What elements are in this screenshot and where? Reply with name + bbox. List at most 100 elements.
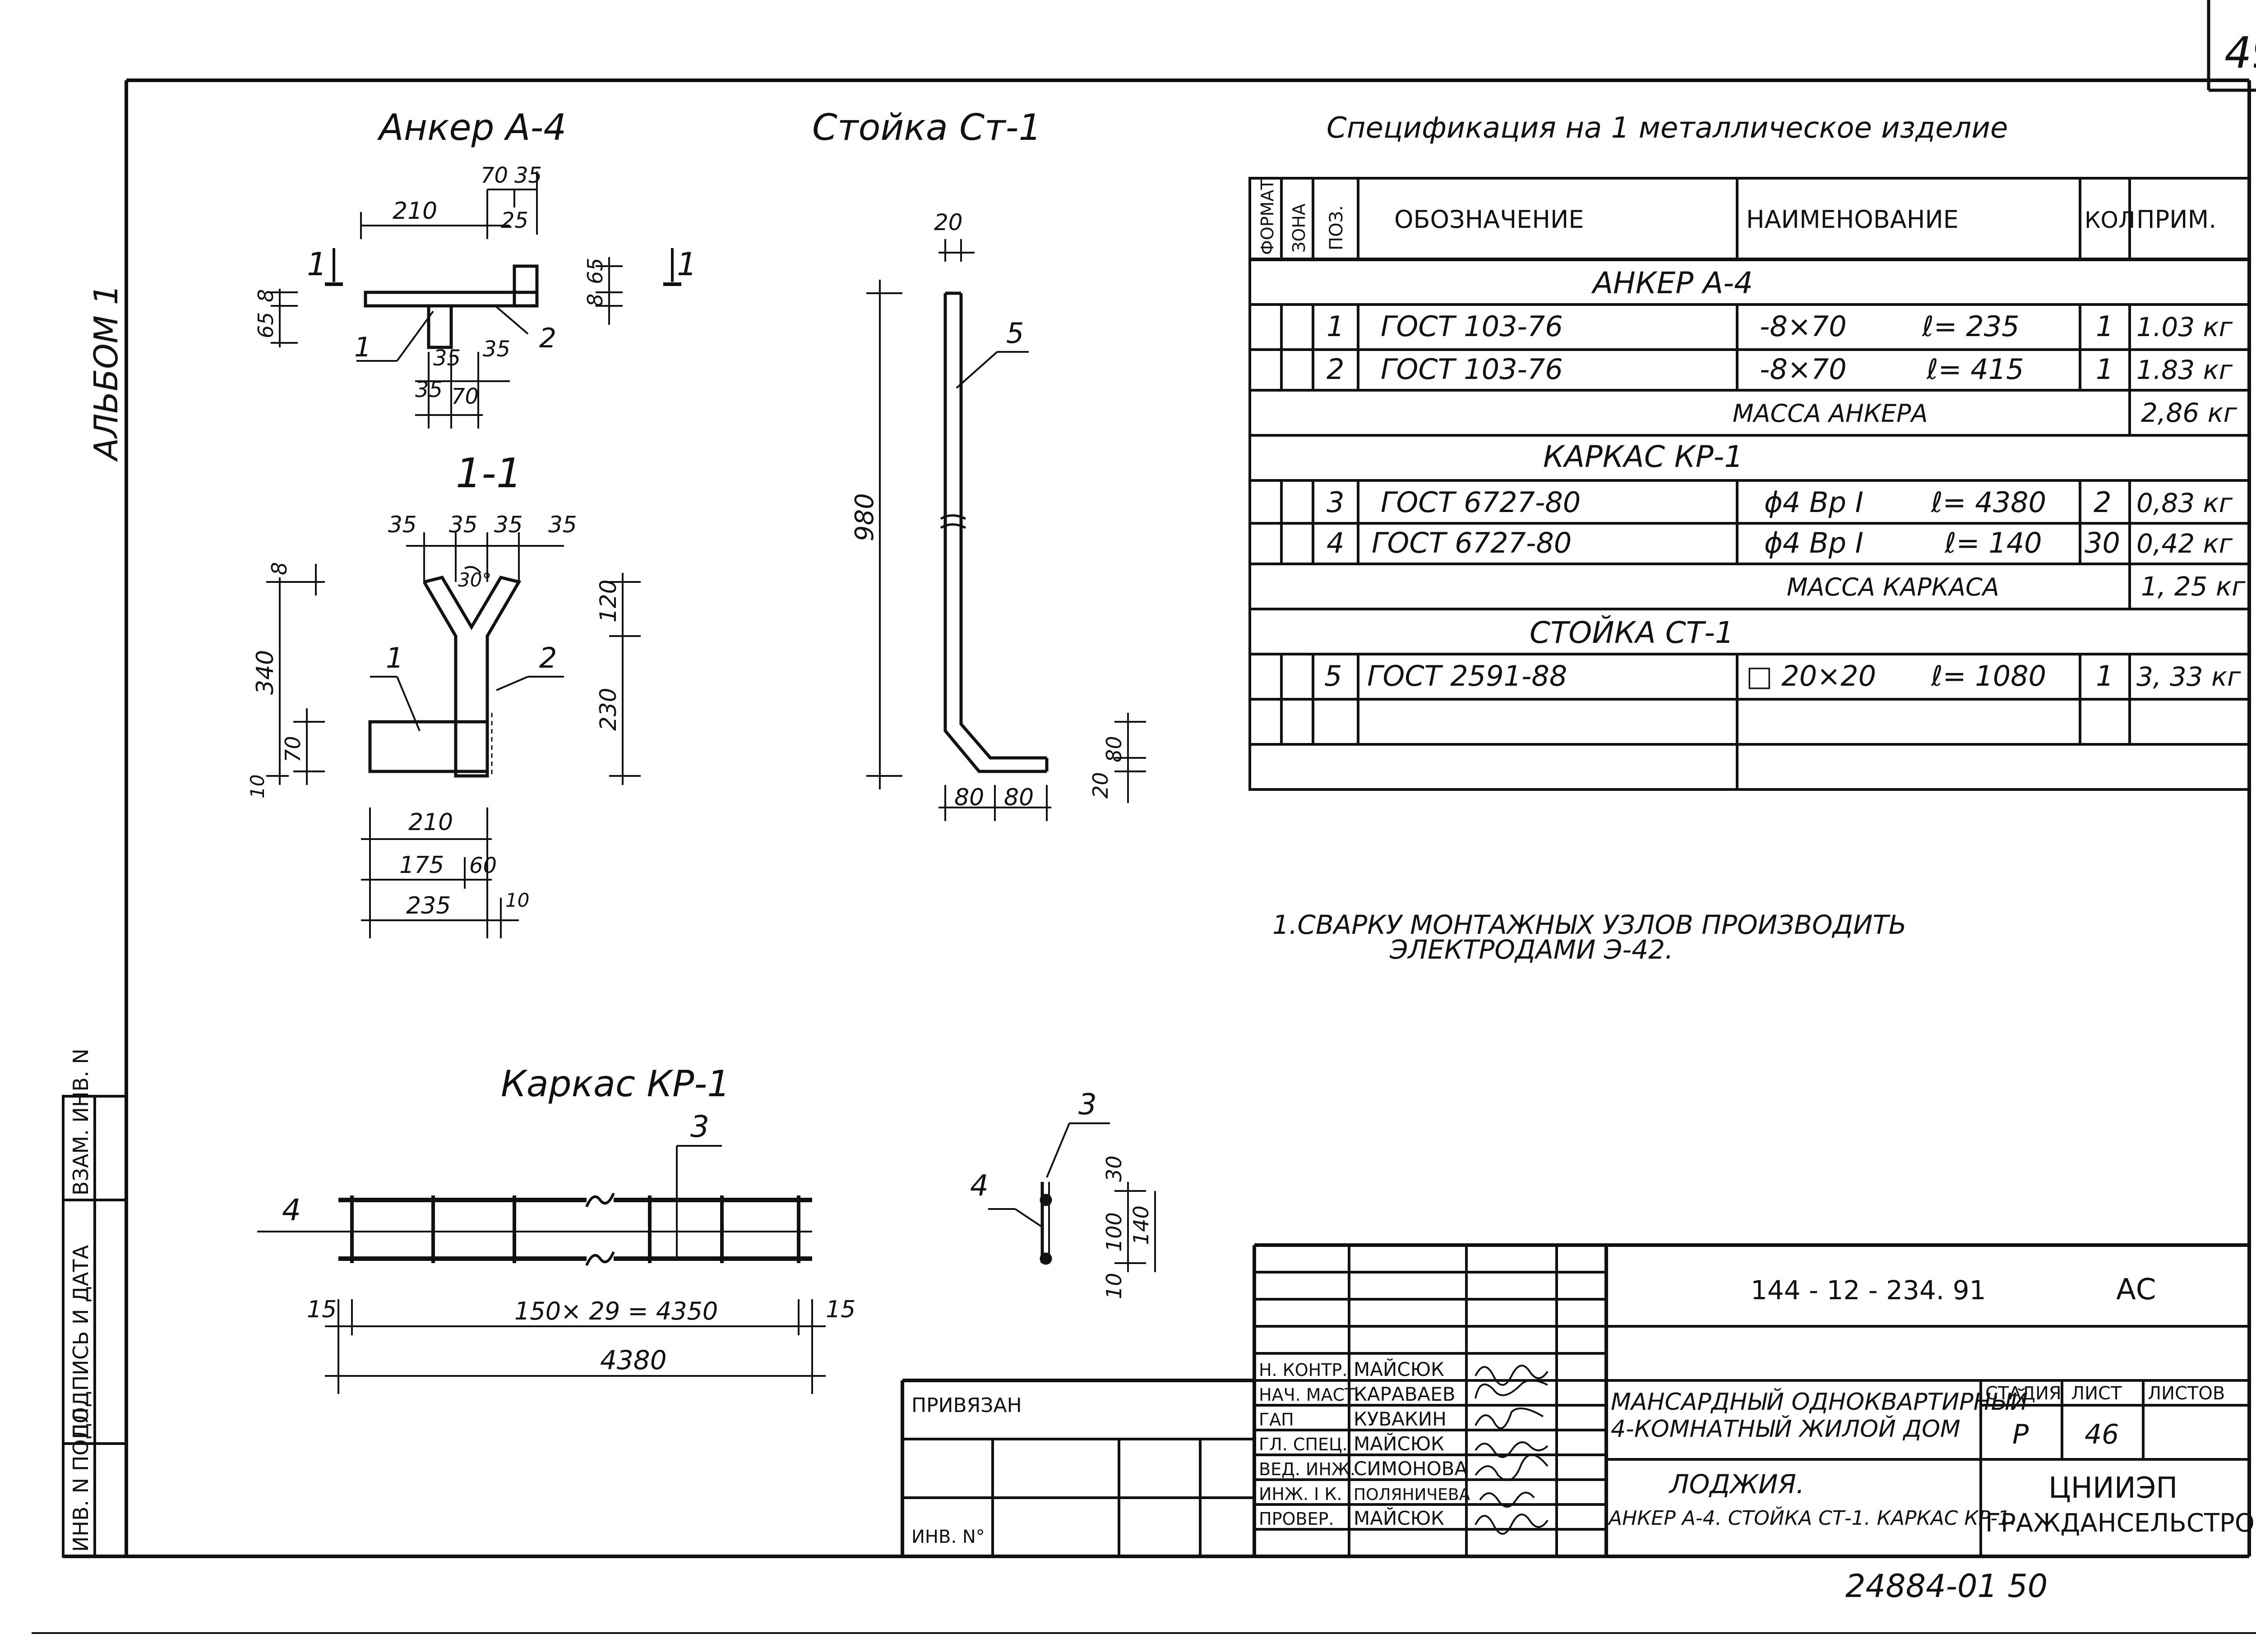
svg-text:980: 980 [850, 493, 879, 541]
svg-text:ГОСТ 6727-80: ГОСТ 6727-80 [1381, 486, 1581, 519]
svg-text:ℓ= 4380: ℓ= 4380 [1931, 486, 2046, 519]
spec-title: Спецификация на 1 металлическое изделие [1327, 111, 2008, 145]
svg-text:60: 60 [469, 853, 497, 878]
side-stamp-zam: ВЗАМ. ИНВ. N [69, 1048, 93, 1195]
svg-text:ГОСТ 2591-88: ГОСТ 2591-88 [1367, 660, 1567, 692]
frame-dims: 15 15 150× 29 = 4350 4380 4 3 [282, 1109, 855, 1375]
role-0: Н. КОНТР. [1259, 1360, 1347, 1380]
post-dims: 20 980 80 80 20 80 5 [850, 209, 1126, 811]
svg-text:4: 4 [282, 1193, 301, 1227]
svg-text:35: 35 [514, 163, 542, 188]
svg-text:30°: 30° [458, 569, 491, 591]
svg-text:3, 33 кг: 3, 33 кг [2136, 661, 2241, 692]
svg-text:ℓ= 235: ℓ= 235 [1922, 310, 2020, 343]
drawing-mark: АС [2116, 1273, 2156, 1306]
svg-text:65: 65 [583, 258, 607, 284]
frame-view [257, 1145, 826, 1394]
svg-text:ГОСТ 6727-80: ГОСТ 6727-80 [1372, 526, 1572, 559]
header-designation: ОБОЗНАЧЕНИЕ [1394, 205, 1584, 234]
svg-text:1: 1 [307, 246, 327, 283]
svg-text:80: 80 [1102, 736, 1126, 762]
svg-text:0,42 кг: 0,42 кг [2136, 528, 2233, 559]
svg-text:35: 35 [415, 377, 443, 402]
role-5: ИНЖ. I К. [1259, 1484, 1342, 1504]
spec-table-header: ФОРМАТ ЗОНА ПОЗ. ОБОЗНАЧЕНИЕ НАИМЕНОВАНИ… [1257, 179, 2216, 255]
section-title-frame: КАРКАС КР-1 [1543, 439, 1743, 474]
role-2: ГАП [1259, 1410, 1294, 1430]
frame-detail-dims: 3 4 30 100 140 10 [970, 1088, 1153, 1299]
svg-text:5: 5 [1324, 660, 1342, 692]
spec-table-grid [1248, 177, 2251, 791]
role-4: ВЕД. ИНЖ. [1259, 1459, 1355, 1479]
svg-text:80: 80 [954, 784, 984, 811]
sheet-title-1: ЛОДЖИЯ. [1669, 1469, 1804, 1500]
svg-text:1: 1 [2096, 660, 2113, 692]
svg-text:30: 30 [1102, 1155, 1126, 1182]
svg-text:2,86 кг: 2,86 кг [2141, 397, 2238, 428]
side-stamp [62, 1095, 128, 1558]
header-note: ПРИМ. [2136, 205, 2216, 234]
svg-text:120: 120 [595, 580, 621, 623]
svg-text:35: 35 [433, 346, 461, 371]
svg-text:10: 10 [505, 889, 529, 911]
svg-text:3: 3 [1078, 1088, 1097, 1121]
svg-text:210: 210 [408, 809, 453, 836]
svg-text:150× 29 = 4350: 150× 29 = 4350 [514, 1297, 718, 1325]
svg-text:30: 30 [2085, 526, 2120, 559]
svg-text:ϕ4 Вр I: ϕ4 Вр I [1764, 526, 1863, 559]
name-3: МАЙСЮК [1354, 1432, 1444, 1455]
tied-label: ПРИВЯЗАН [911, 1394, 1022, 1417]
role-3: ГЛ. СПЕЦ. [1259, 1435, 1348, 1454]
svg-text:8: 8 [254, 289, 278, 302]
svg-text:1, 25 кг: 1, 25 кг [2141, 571, 2246, 602]
sheet-value: 46 [2085, 1419, 2119, 1450]
org-line-1: ЦНИИЭП [2048, 1472, 2177, 1505]
svg-text:20: 20 [934, 209, 963, 235]
svg-text:ℓ= 140: ℓ= 140 [1944, 526, 2042, 559]
header-name: НАИМЕНОВАНИЕ [1746, 205, 1959, 234]
svg-text:80: 80 [1004, 784, 1034, 811]
svg-text:4: 4 [1327, 526, 1344, 559]
svg-text:8: 8 [583, 294, 607, 307]
project-line-2: 4-КОМНАТНЫЙ ЖИЛОЙ ДОМ [1611, 1415, 1960, 1443]
post-view [866, 239, 1146, 821]
svg-text:10: 10 [1102, 1273, 1126, 1299]
svg-text:100: 100 [1102, 1212, 1126, 1252]
svg-text:3: 3 [1327, 486, 1344, 519]
main-border [32, 78, 2256, 1634]
svg-text:1: 1 [2096, 310, 2113, 343]
section-title: 1-1 [456, 450, 522, 497]
drawing-code: 144 - 12 - 234. 91 [1751, 1275, 1986, 1306]
svg-text:70: 70 [451, 384, 479, 409]
name-0: МАЙСЮК [1354, 1358, 1444, 1380]
anchor-top-view [271, 171, 681, 429]
title-block-grid [901, 1243, 2249, 1556]
svg-text:-8×70: -8×70 [1760, 353, 1847, 386]
svg-text:140: 140 [1129, 1205, 1153, 1245]
anchor-top-dims: 210 70 35 25 65 8 8 65 35 35 35 70 1 2 1… [254, 163, 697, 409]
header-zone: ЗОНА [1289, 203, 1309, 253]
header-qty: КОЛ [2085, 207, 2135, 233]
name-2: КУВАКИН [1354, 1408, 1447, 1430]
stage-label: СТАДИЯ [1985, 1383, 2062, 1404]
svg-text:ℓ= 415: ℓ= 415 [1926, 353, 2024, 386]
svg-text:210: 210 [393, 198, 437, 225]
svg-text:230: 230 [595, 688, 621, 731]
svg-text:4380: 4380 [600, 1345, 667, 1375]
org-line-2: ГРАЖДАНСЕЛЬСТРОЙ [1985, 1508, 2256, 1538]
anchor-title: Анкер А-4 [377, 106, 566, 148]
svg-text:25: 25 [501, 208, 528, 233]
svg-text:1: 1 [677, 246, 697, 283]
title-block: 144 - 12 - 234. 91 АС Н. КОНТР. НАЧ. МАС… [911, 1273, 2256, 1547]
svg-text:4: 4 [970, 1169, 989, 1203]
svg-text:1: 1 [1327, 310, 1344, 343]
stage-value: Р [2012, 1419, 2029, 1450]
sheets-label: ЛИСТОВ [2148, 1383, 2225, 1404]
section-title-post: СТОЙКА СТ-1 [1530, 615, 1734, 650]
svg-text:□ 20×20: □ 20×20 [1746, 660, 1876, 692]
signatures [1475, 1365, 1549, 1535]
name-5: ПОЛЯНИЧЕВА [1354, 1486, 1470, 1504]
svg-text:2: 2 [2094, 486, 2111, 519]
svg-text:15: 15 [307, 1296, 337, 1323]
svg-text:0,83 кг: 0,83 кг [2136, 488, 2233, 518]
